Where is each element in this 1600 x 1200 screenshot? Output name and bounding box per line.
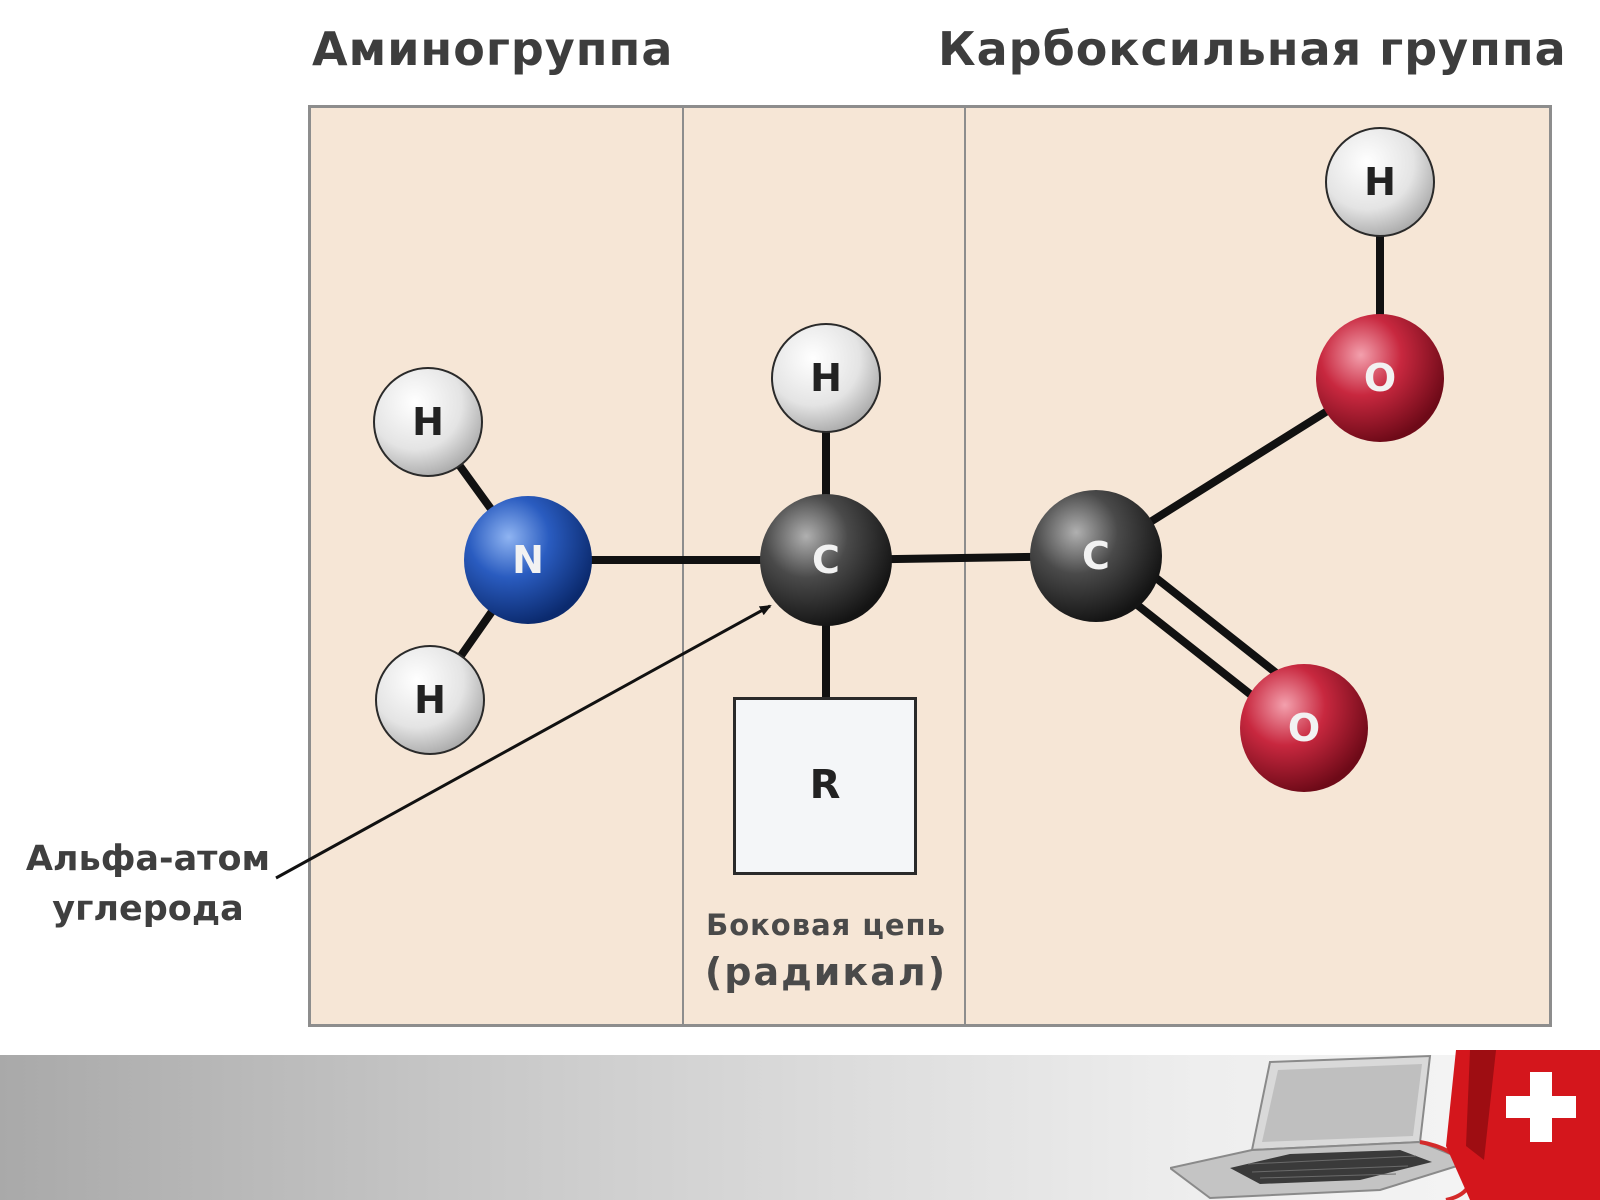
hydrogen-label-amino-top: H	[412, 400, 444, 444]
side-chain-caption: Боковая цепь (радикал)	[690, 908, 962, 994]
amino-group-panel	[308, 105, 684, 1027]
alpha-carbon-caption-line2: углерода	[52, 889, 244, 929]
nitrogen-label: N	[512, 538, 544, 582]
amino-group-title: Аминогруппа	[312, 22, 674, 76]
laptop-icon	[1170, 1054, 1473, 1200]
oxygen-label-double-bond: O	[1287, 706, 1321, 750]
oxygen-label-hydroxyl: O	[1363, 356, 1397, 400]
radical-box: R	[733, 697, 917, 875]
alpha-carbon-atom	[760, 494, 892, 626]
first-aid-kit-icon	[1446, 1050, 1600, 1200]
footer-decoration	[1170, 1050, 1600, 1200]
hydrogen-atom-amino-bottom	[375, 645, 485, 755]
oxygen-atom-hydroxyl	[1316, 314, 1444, 442]
oxygen-atom-double-bond	[1240, 664, 1368, 792]
carboxyl-group-title: Карбоксильная группа	[938, 22, 1567, 76]
hydrogen-label-amino-bottom: H	[414, 678, 446, 722]
hydrogen-label-alpha: H	[810, 356, 842, 400]
radical-label: R	[809, 762, 841, 808]
nitrogen-atom	[464, 496, 592, 624]
alpha-carbon-caption: Альфа-атом углерода	[8, 834, 288, 934]
alpha-carbon-pointer-arrow	[275, 604, 772, 880]
hydrogen-atom-amino-top	[373, 367, 483, 477]
carboxyl-carbon-atom	[1030, 490, 1162, 622]
carboxyl-carbon-label: C	[1082, 534, 1110, 578]
side-chain-caption-line1: Боковая цепь	[706, 908, 946, 942]
hydrogen-atom-alpha	[771, 323, 881, 433]
side-chain-caption-line2: (радикал)	[704, 950, 948, 994]
hydrogen-label-hydroxyl: H	[1364, 160, 1396, 204]
alpha-carbon-caption-line1: Альфа-атом	[25, 839, 271, 879]
hydrogen-atom-hydroxyl	[1325, 127, 1435, 237]
alpha-carbon-label: C	[812, 538, 840, 582]
